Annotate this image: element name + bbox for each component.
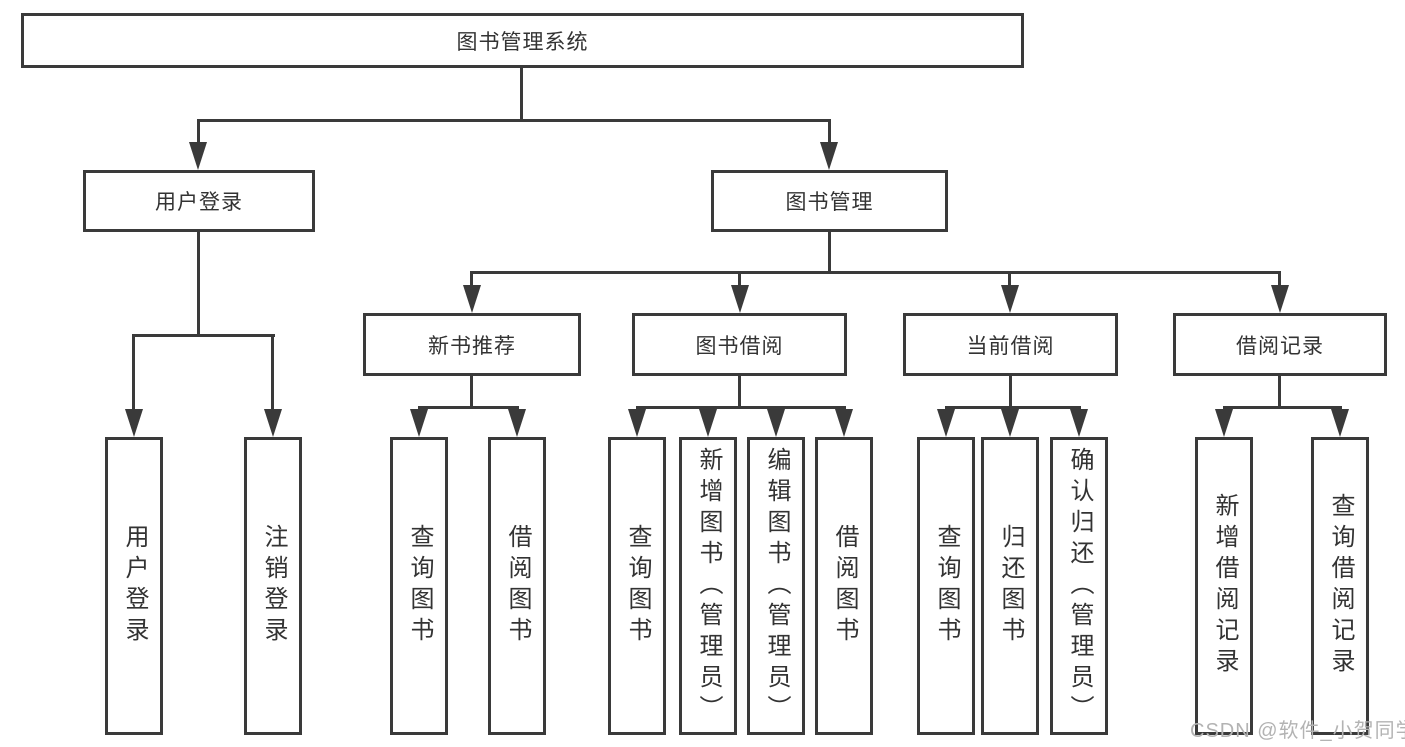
arrow-down-icon <box>264 409 282 437</box>
node-library-management-system: 图书管理系统 <box>21 13 1024 68</box>
node-label: 归还图书 <box>997 524 1024 648</box>
arrow-down-icon <box>628 409 646 437</box>
leaf-borrow-books-borrowing: 借阅图书 <box>815 437 873 735</box>
connector-line <box>520 68 523 121</box>
node-current-borrowing: 当前借阅 <box>903 313 1118 376</box>
connector-line <box>1008 271 1011 289</box>
node-label: 图书借阅 <box>695 334 784 358</box>
connector-line <box>738 376 741 408</box>
node-label: 新增图书（管理员） <box>695 446 722 726</box>
leaf-query-books-recommend: 查询图书 <box>390 437 448 735</box>
connector-line <box>132 334 275 337</box>
leaf-user-login: 用户登录 <box>105 437 163 735</box>
leaf-add-borrow-record: 新增借阅记录 <box>1195 437 1253 735</box>
arrow-down-icon <box>410 409 428 437</box>
connector-line <box>470 271 473 289</box>
node-label: 编辑图书（管理员） <box>763 446 790 726</box>
arrow-down-icon <box>820 142 838 170</box>
arrow-down-icon <box>125 409 143 437</box>
connector-line <box>418 406 519 409</box>
node-label: 查询借阅记录 <box>1327 493 1354 679</box>
node-label: 当前借阅 <box>966 334 1055 358</box>
node-label: 新书推荐 <box>428 334 516 358</box>
connector-line <box>132 334 135 411</box>
connector-line <box>197 119 200 148</box>
arrow-down-icon <box>731 285 749 313</box>
arrow-down-icon <box>1331 409 1349 437</box>
node-label: 新增借阅记录 <box>1211 493 1238 679</box>
node-label: 查询图书 <box>406 524 433 648</box>
arrow-down-icon <box>1070 409 1088 437</box>
arrow-down-icon <box>508 409 526 437</box>
connector-line <box>945 406 1081 409</box>
leaf-borrow-books-recommend: 借阅图书 <box>488 437 546 735</box>
arrow-down-icon <box>1001 285 1019 313</box>
connector-line <box>471 271 1281 274</box>
arrow-down-icon <box>1271 285 1289 313</box>
arrow-down-icon <box>767 409 785 437</box>
leaf-query-books-current: 查询图书 <box>917 437 975 735</box>
leaf-logout: 注销登录 <box>244 437 302 735</box>
connector-line <box>197 119 831 122</box>
connector-line <box>1009 376 1012 408</box>
leaf-return-books: 归还图书 <box>981 437 1039 735</box>
connector-line <box>828 119 831 148</box>
leaf-add-books-admin: 新增图书（管理员） <box>679 437 737 735</box>
connector-line <box>197 232 200 336</box>
arrow-down-icon <box>463 285 481 313</box>
connector-line <box>271 334 274 411</box>
leaf-query-books-borrowing: 查询图书 <box>608 437 666 735</box>
node-label: 注销登录 <box>260 524 287 648</box>
node-label: 借阅图书 <box>504 524 531 648</box>
arrow-down-icon <box>937 409 955 437</box>
connector-line <box>828 232 831 274</box>
arrow-down-icon <box>1001 409 1019 437</box>
node-label: 查询图书 <box>933 524 960 648</box>
connector-line <box>738 271 741 289</box>
node-label: 借阅记录 <box>1236 334 1324 358</box>
node-label: 查询图书 <box>624 524 651 648</box>
connector-line <box>1278 271 1281 289</box>
node-borrowing-records: 借阅记录 <box>1173 313 1387 376</box>
connector-line <box>636 406 846 409</box>
connector-line <box>1278 376 1281 408</box>
arrow-down-icon <box>1215 409 1233 437</box>
node-label: 用户登录 <box>121 524 148 648</box>
leaf-edit-books-admin: 编辑图书（管理员） <box>747 437 805 735</box>
node-user-login: 用户登录 <box>83 170 315 232</box>
leaf-confirm-return-admin: 确认归还（管理员） <box>1050 437 1108 735</box>
node-book-borrowing: 图书借阅 <box>632 313 847 376</box>
node-label: 用户登录 <box>155 191 243 214</box>
node-label: 图书管理 <box>785 191 874 214</box>
arrow-down-icon <box>189 142 207 170</box>
node-label: 图书管理系统 <box>456 30 589 54</box>
leaf-query-borrow-record: 查询借阅记录 <box>1311 437 1369 735</box>
arrow-down-icon <box>835 409 853 437</box>
node-new-book-recommend: 新书推荐 <box>363 313 581 376</box>
node-label: 借阅图书 <box>831 524 858 648</box>
arrow-down-icon <box>699 409 717 437</box>
connector-line <box>470 376 473 408</box>
connector-line <box>1223 406 1342 409</box>
node-book-management: 图书管理 <box>711 170 948 232</box>
node-label: 确认归还（管理员） <box>1066 446 1093 726</box>
csdn-watermark: CSDN @软件_小贺同学 <box>1190 720 1405 742</box>
